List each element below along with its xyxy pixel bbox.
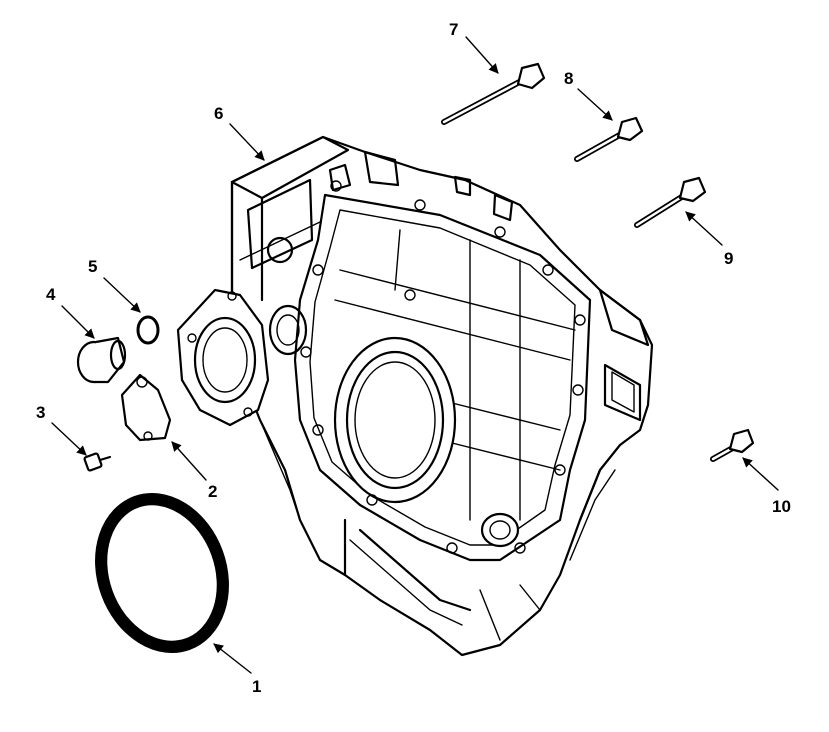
callout-10: 10	[772, 497, 791, 516]
cover-plate-icon	[120, 373, 172, 442]
rear-seal-ring-icon	[95, 493, 229, 653]
small-bolt-icon	[83, 452, 112, 472]
callout-5: 5	[88, 257, 97, 276]
callout-1: 1	[252, 677, 261, 696]
bolt-icon	[634, 176, 707, 228]
long-bolt-icon	[441, 62, 546, 125]
callout-3: 3	[36, 403, 45, 422]
flywheel-housing-icon	[176, 135, 654, 657]
callout-4: 4	[46, 285, 56, 304]
leader-lines	[51, 36, 779, 674]
plug-icon	[76, 336, 127, 384]
callout-7: 7	[449, 20, 458, 39]
callout-8: 8	[564, 69, 573, 88]
callout-6: 6	[214, 104, 223, 123]
callout-2: 2	[208, 482, 217, 501]
o-ring-icon	[136, 315, 160, 345]
callout-9: 9	[724, 249, 733, 268]
short-bolt-icon	[710, 428, 755, 462]
bolt-icon	[574, 116, 644, 162]
callout-labels: 1 2 3 4 5 6 7 8 9 10	[36, 20, 791, 696]
